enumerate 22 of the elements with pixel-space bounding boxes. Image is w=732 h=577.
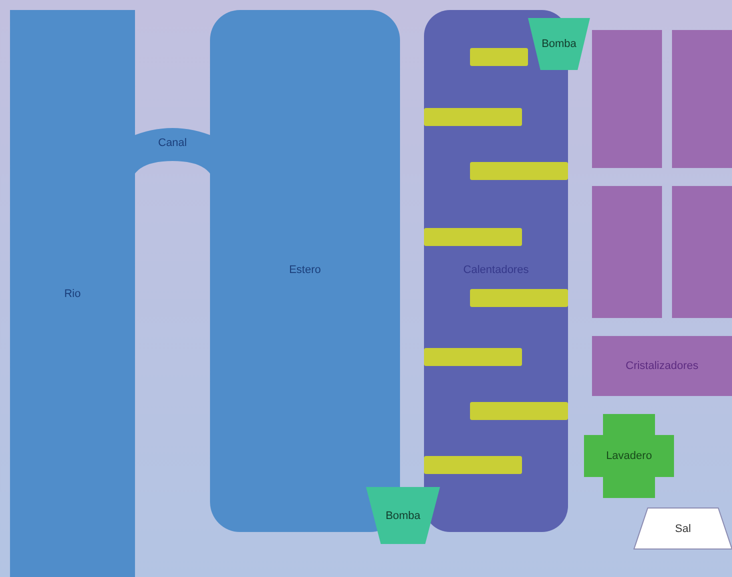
- crystallizer-pond: [672, 186, 732, 318]
- pond-label: Lavadero: [606, 450, 652, 462]
- baffle-bar: [424, 228, 522, 246]
- baffle-bar: [470, 48, 528, 66]
- river-channel: [10, 10, 135, 577]
- baffle-bar: [470, 162, 568, 180]
- baffle-bar: [470, 289, 568, 307]
- crystallizer-pond: [592, 30, 662, 168]
- pond-label: Cristalizadores: [626, 360, 698, 372]
- pond-label: Canal: [157, 137, 188, 149]
- baffle-bar: [424, 348, 522, 366]
- baffle-bar: [470, 402, 568, 420]
- crystallizer-pond: [592, 186, 662, 318]
- pond-label: Bomba: [542, 38, 576, 50]
- baffle-bar: [424, 456, 522, 474]
- pond-label: Rio: [63, 288, 82, 300]
- crystallizer-pond: [672, 30, 732, 168]
- pond-label: Bomba: [386, 510, 420, 522]
- pond-label: Estero: [288, 264, 322, 276]
- crystallizer-pond: [592, 336, 732, 396]
- baffle-bar: [424, 108, 522, 126]
- pond-label: Sal: [675, 522, 691, 534]
